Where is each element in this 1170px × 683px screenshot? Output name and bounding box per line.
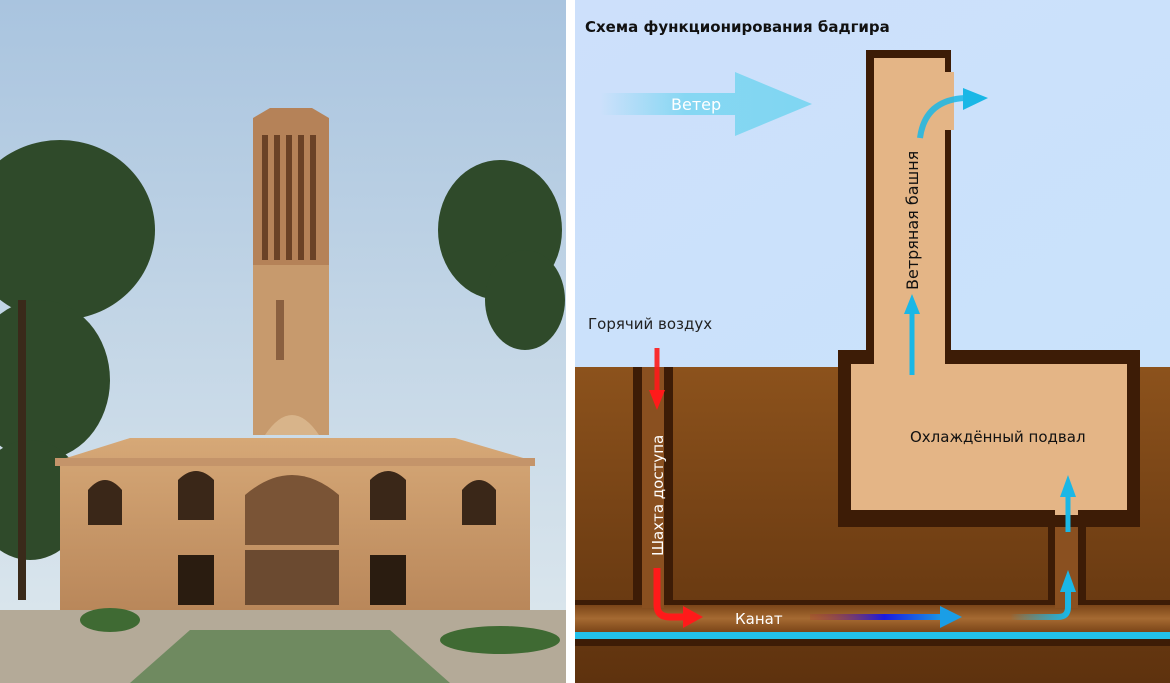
hot-air-bend-arrow	[653, 568, 685, 621]
shrub	[440, 626, 560, 654]
wind-tower	[253, 108, 329, 435]
label-wind: Ветер	[671, 95, 721, 114]
arrowhead	[963, 88, 988, 110]
qanat-arrow	[810, 614, 945, 620]
tree-right	[438, 160, 565, 350]
tree-left	[0, 140, 155, 600]
shrub	[80, 608, 140, 632]
label-hot-air: Горячий воздух	[588, 315, 712, 333]
wind-arrow	[600, 72, 812, 136]
shaft-junction	[642, 598, 664, 608]
qanat-wall-bottom	[575, 639, 1170, 646]
windcatcher-photo	[0, 0, 566, 683]
arrowhead	[649, 390, 665, 410]
qanat-wall-top	[575, 600, 1170, 607]
arrowhead	[1060, 475, 1076, 497]
label-cooled-basement: Охлаждённый подвал	[910, 428, 1086, 446]
arrowhead	[940, 606, 962, 628]
tower-exit-arrow	[917, 95, 966, 139]
divider	[566, 0, 575, 683]
pool	[130, 630, 450, 683]
pavilion	[55, 438, 535, 610]
arrowhead	[904, 294, 920, 314]
badgir-diagram: Схема функционирования бадгира Ветер Вет…	[575, 0, 1170, 683]
arrowhead	[683, 606, 703, 628]
water-line	[575, 632, 1170, 639]
structure-interior	[851, 58, 1127, 510]
diagram-title: Схема функционирования бадгира	[585, 18, 890, 36]
access-shaft	[642, 367, 664, 612]
cool-air-arrow	[1010, 590, 1071, 620]
label-access-shaft: Шахта доступа	[649, 435, 667, 556]
arrowhead	[1060, 570, 1076, 592]
label-wind-tower: Ветряная башня	[903, 151, 922, 290]
label-qanat: Канат	[735, 610, 783, 628]
